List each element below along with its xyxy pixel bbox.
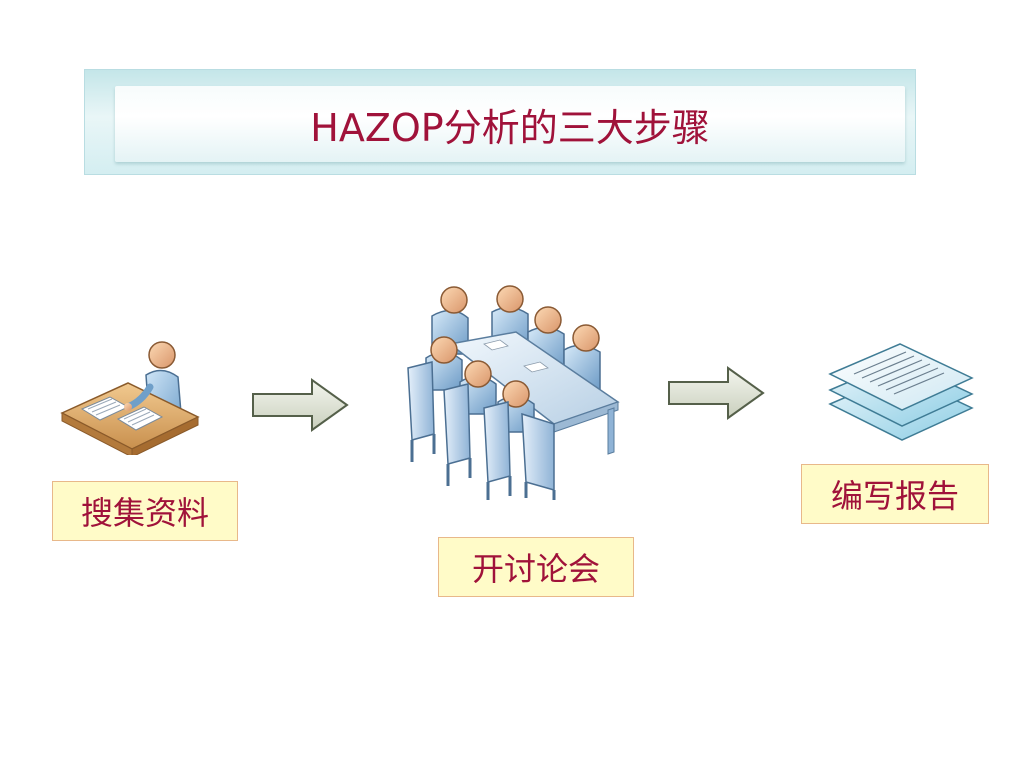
title-banner: HAZOP分析的三大步骤 — [84, 69, 916, 175]
title-inner-panel: HAZOP分析的三大步骤 — [115, 86, 905, 162]
arrow-right-icon — [252, 378, 349, 432]
person-at-desk-icon — [60, 341, 200, 455]
page-title: HAZOP分析的三大步骤 — [310, 105, 710, 150]
arrow-right-icon — [668, 366, 765, 420]
step-label-meeting: 开讨论会 — [438, 537, 634, 597]
step-label-collect: 搜集资料 — [52, 481, 238, 541]
step-label-report: 编写报告 — [801, 464, 989, 524]
meeting-table-icon — [407, 285, 620, 500]
document-stack-icon — [828, 343, 974, 441]
